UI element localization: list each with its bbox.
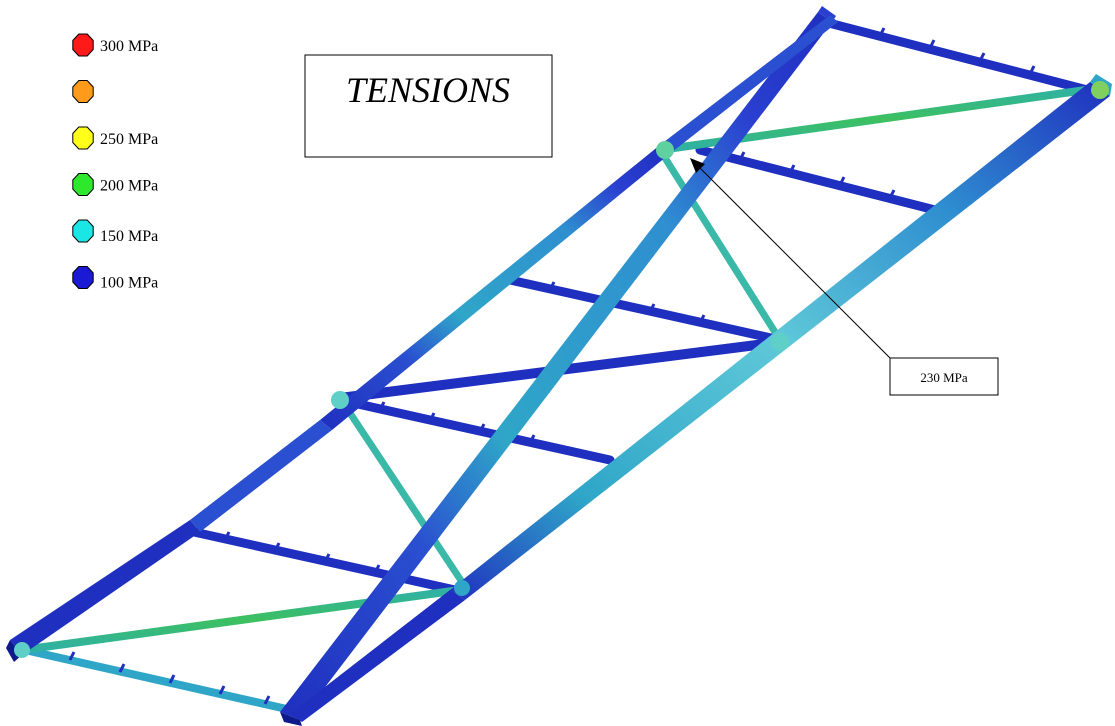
legend-label: 300 MPa: [100, 38, 158, 55]
stiffener-ticks: [68, 27, 1036, 705]
legend-label: 200 MPa: [100, 178, 158, 195]
legend-label: 250 MPa: [100, 131, 158, 148]
joints: [14, 81, 1109, 658]
legend-swatch: [72, 80, 94, 103]
legend-swatch: [72, 126, 94, 150]
legend-label: 100 MPa: [100, 275, 158, 292]
legend-swatch: [72, 266, 94, 289]
callout-label: 230 MPa: [920, 370, 968, 385]
callout-arrow: [699, 167, 891, 359]
callout-box: [889, 357, 999, 396]
arrow-head-icon: [690, 158, 705, 173]
legend-swatch: [72, 33, 94, 57]
truss-frame: [6, 6, 1112, 726]
legend-swatch: [72, 173, 94, 196]
legend-swatch: [72, 219, 94, 243]
title-box: TENSIONS: [304, 54, 553, 158]
left-end-beam-lower: [190, 15, 838, 532]
stress-legend: 300 MPa 250 MPa 200 MPa 150 MPa 100 MPa: [72, 33, 158, 292]
diagram-title: TENSIONS: [346, 70, 510, 110]
stress-callout: 230 MPa: [690, 158, 999, 396]
legend-label: 150 MPa: [100, 228, 158, 245]
